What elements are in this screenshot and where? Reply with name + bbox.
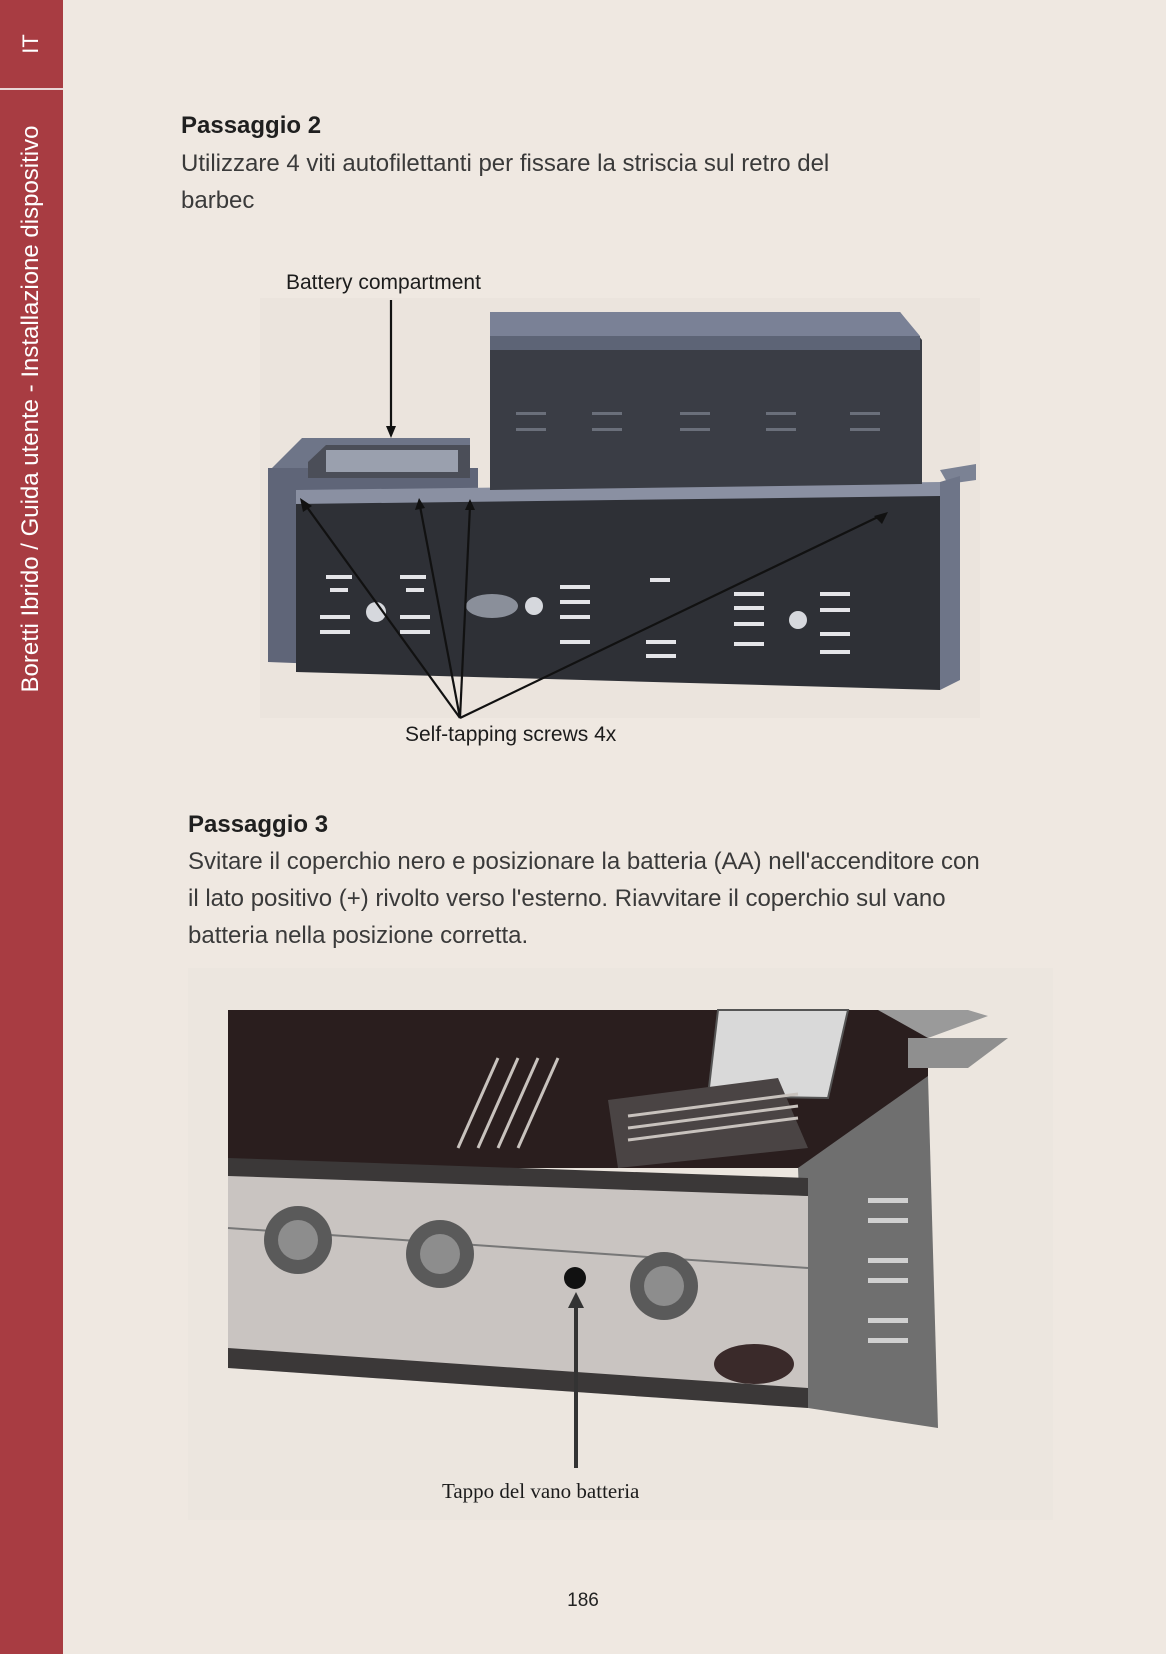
bbq-front-illustration — [188, 968, 1053, 1520]
bbq-rear-illustration — [260, 298, 980, 719]
front-vents — [320, 575, 850, 658]
battery-cap-icon — [564, 1267, 586, 1289]
grate-lines — [456, 1057, 799, 1149]
control-knobs — [264, 1206, 698, 1320]
step3-text: Svitare il coperchio nero e posizionare … — [188, 848, 980, 949]
language-box: IT — [0, 0, 63, 90]
screws-label: Self-tapping screws 4x — [405, 723, 617, 746]
language-label: IT — [18, 34, 43, 54]
callout-arrows — [303, 300, 881, 719]
battery-cap-label: Tappo del vano batteria — [442, 1479, 640, 1503]
section-title: Boretti Ibrido / Guida utente - Installa… — [17, 125, 44, 693]
step2-figure: Battery compartment Self-tapping screws … — [260, 270, 980, 750]
page-number: 186 — [567, 1590, 599, 1611]
step2-title: Passaggio 2 — [181, 112, 322, 139]
step3-figure: Tappo del vano batteria — [188, 968, 1053, 1520]
hood-vents — [516, 412, 880, 431]
step2-text: Utilizzare 4 viti autofilettanti per fis… — [181, 150, 830, 214]
battery-compartment-label: Battery compartment — [286, 271, 481, 294]
sidebar: IT Boretti Ibrido / Guida utente - Insta… — [0, 0, 63, 1654]
step3-title: Passaggio 3 — [188, 811, 329, 838]
side-vents — [868, 1198, 908, 1343]
